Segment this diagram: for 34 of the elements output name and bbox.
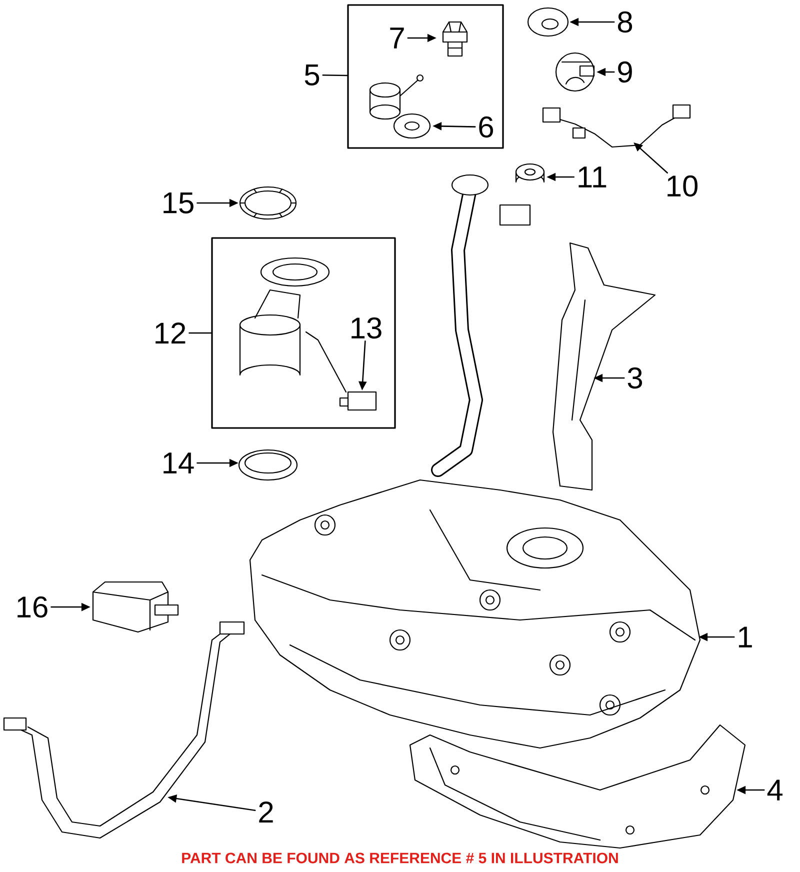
callout-number: 11: [578, 166, 606, 188]
callout-number: 3: [628, 367, 642, 389]
valve-cap-drawing: [442, 21, 468, 57]
grommet-drawing: [393, 113, 431, 139]
callout-number: 14: [164, 452, 194, 474]
seal-ring-drawing: [238, 449, 298, 481]
kit-frame: [211, 237, 396, 429]
callout-number: 9: [618, 61, 632, 83]
callout-number: 4: [767, 780, 782, 800]
grommet-drawing: [527, 7, 569, 37]
callout-number: 6: [479, 116, 494, 138]
callout-number: 2: [259, 802, 273, 822]
strap-drawing: [3, 621, 245, 839]
control-module-drawing: [92, 581, 179, 633]
kit-frame: [347, 4, 504, 149]
callout-number: 8: [618, 11, 632, 33]
callout-number: 12: [156, 322, 186, 344]
callout-number: 5: [304, 64, 320, 86]
callout-number: 16: [18, 596, 48, 618]
bracket-drawing: [552, 242, 656, 491]
fuel-tank-drawing: [249, 479, 701, 749]
callout-number: 13: [352, 317, 382, 339]
callout-number: 7: [390, 28, 404, 48]
clip-drawing: [555, 52, 595, 92]
caption: PART CAN BE FOUND AS REFERENCE # 5 IN ILLUSTRATION: [182, 852, 618, 864]
callout-number: 10: [668, 175, 698, 197]
leader-line: [188, 332, 212, 334]
leader-line: [322, 74, 348, 76]
bushing-drawing: [515, 163, 545, 183]
wiring-harness-drawing: [542, 104, 691, 148]
lock-ring-drawing: [239, 186, 297, 220]
callout-number: 1: [738, 626, 752, 648]
heat-shield-drawing: [409, 724, 746, 849]
callout-number: 15: [164, 192, 194, 214]
